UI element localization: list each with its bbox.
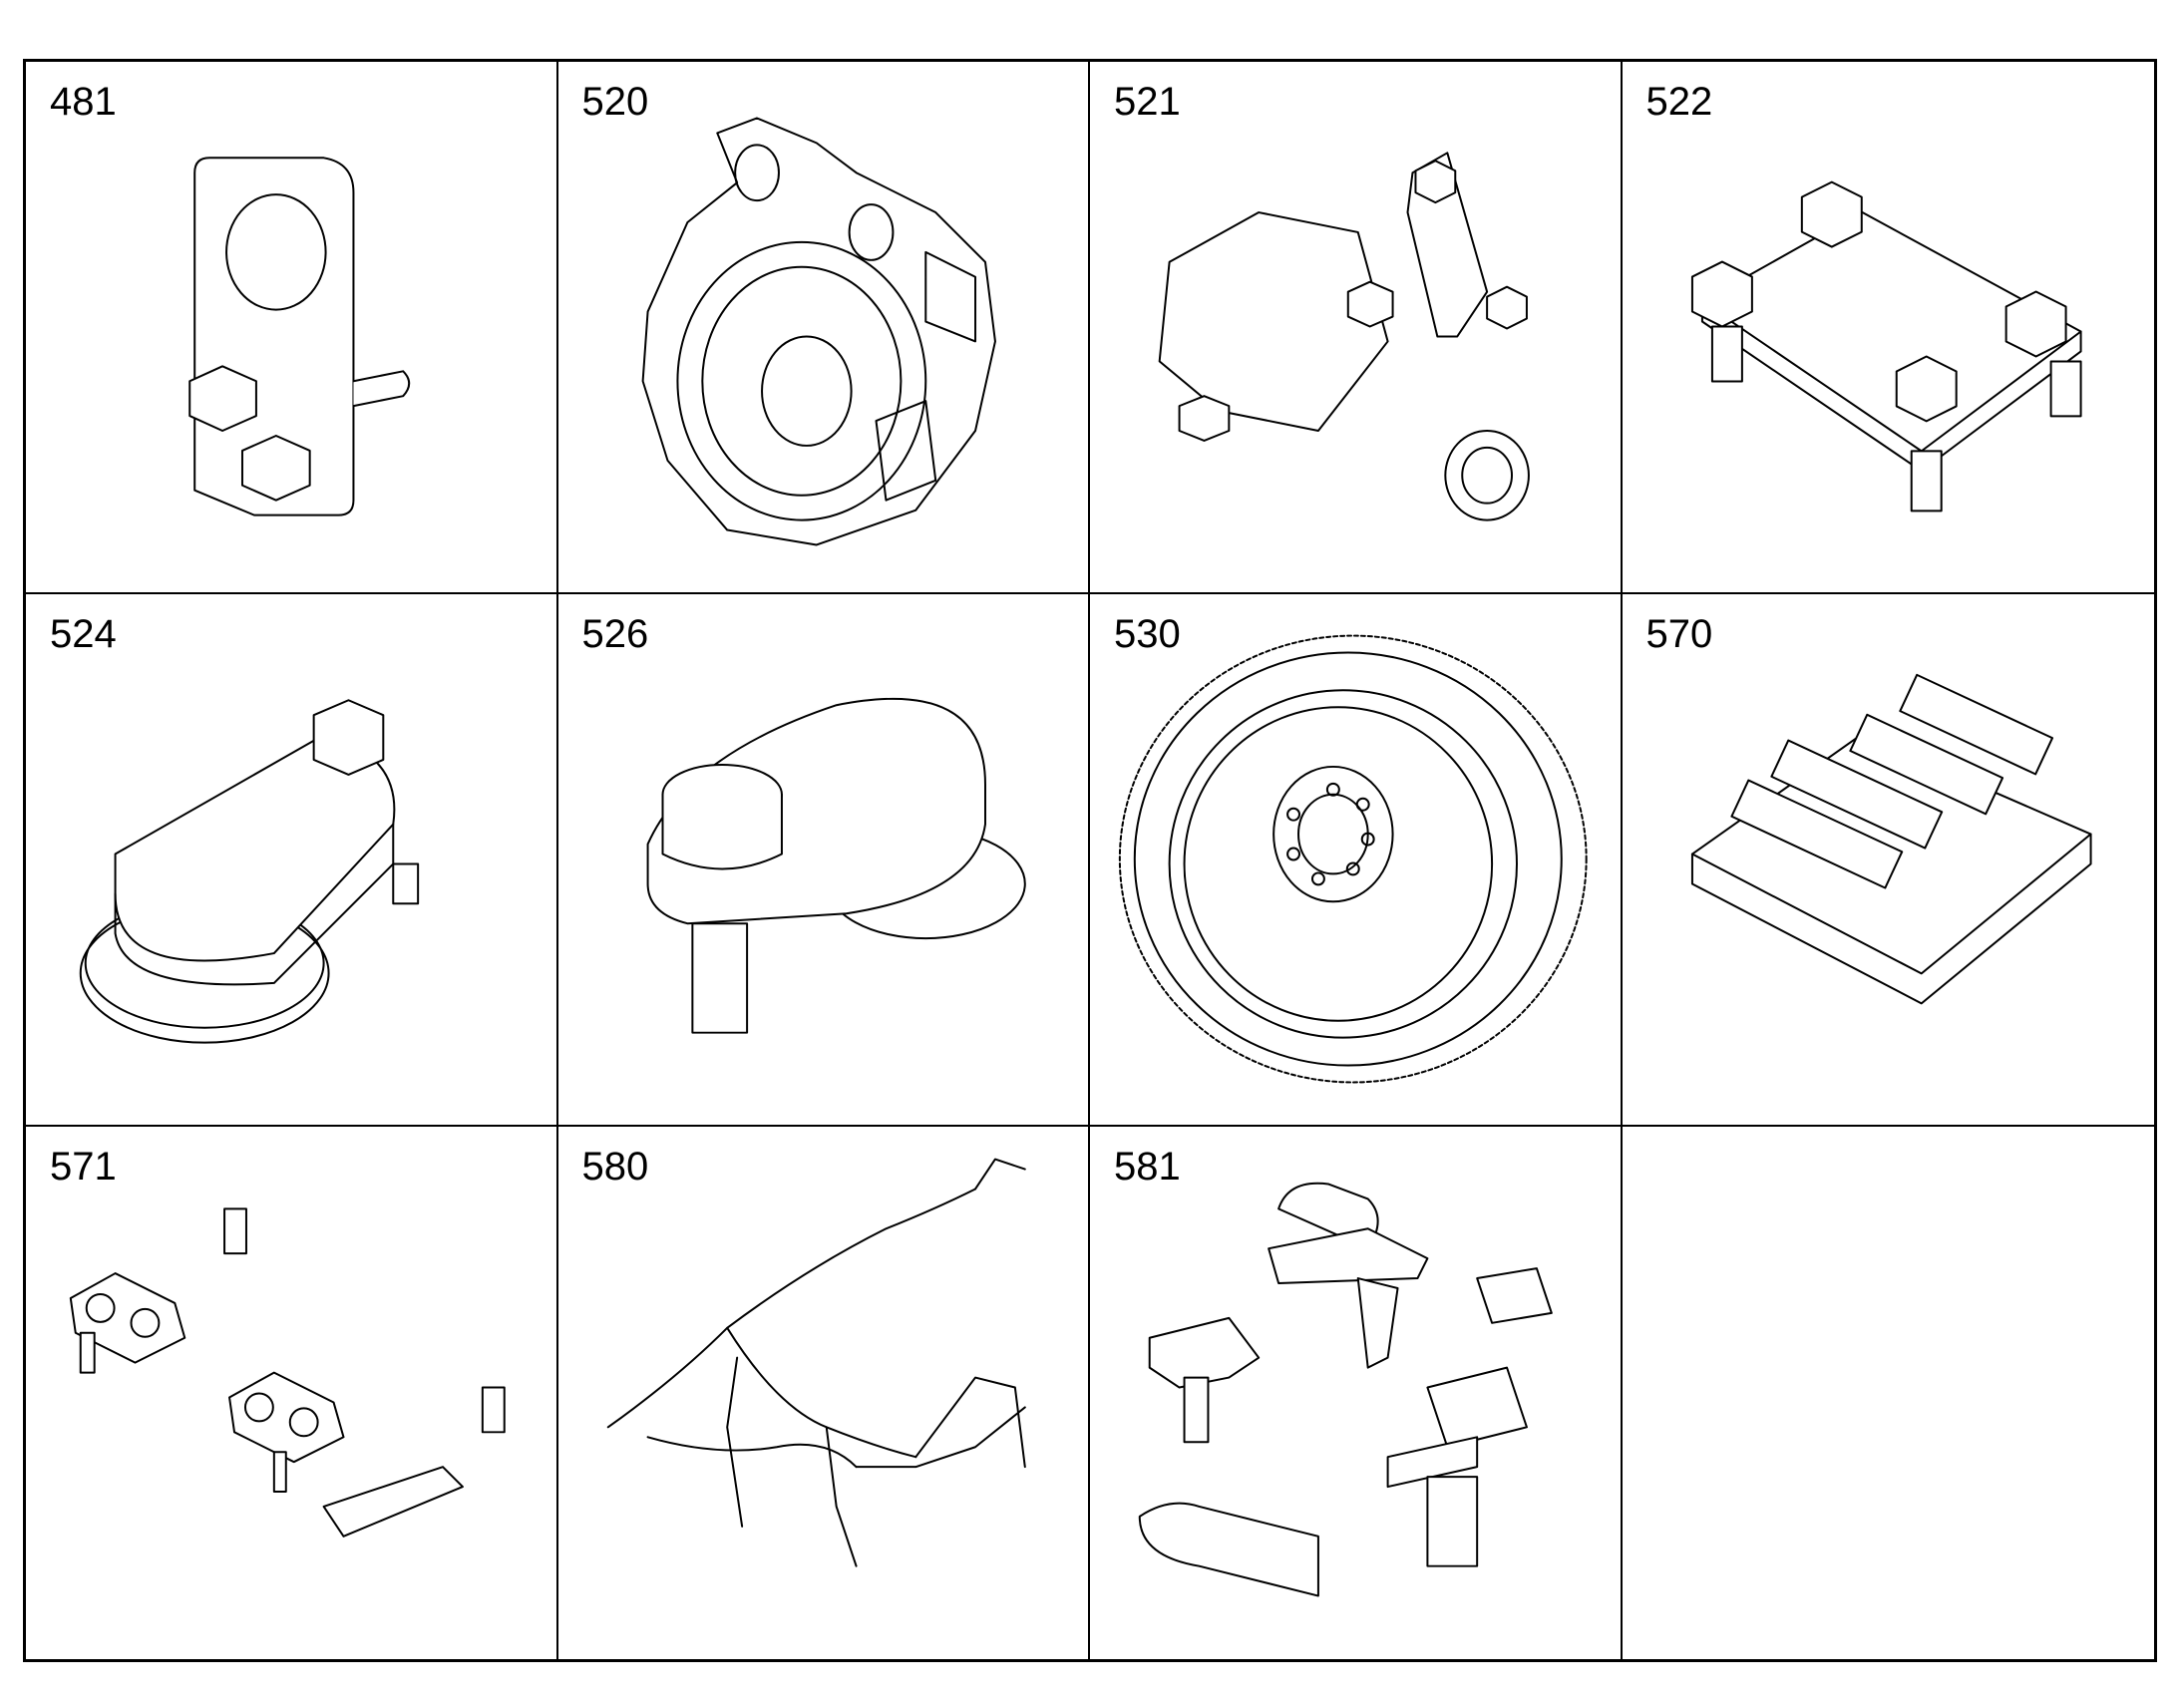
control-unit-icon: [1690, 673, 2092, 1005]
part-cell-571[interactable]: 571: [26, 1127, 558, 1659]
part-number: 520: [581, 80, 649, 124]
part-number: 521: [1114, 80, 1181, 124]
part-number: 526: [581, 612, 649, 656]
part-cell-520[interactable]: 520: [557, 62, 1090, 594]
part-cell-526[interactable]: 526: [557, 594, 1090, 1127]
part-cell-581[interactable]: 581: [1090, 1127, 1623, 1659]
part-cell-481[interactable]: 481: [26, 62, 558, 594]
parts-grid: 481 520 521: [23, 59, 2157, 1662]
part-number: 571: [50, 1145, 117, 1189]
cover-plug-icon: [79, 699, 420, 1044]
part-cell-524[interactable]: 524: [26, 594, 558, 1127]
part-number: 570: [1645, 612, 1713, 656]
part-number: 581: [1114, 1145, 1181, 1189]
cover-plates-icon: [1158, 152, 1530, 521]
part-cell-580[interactable]: 580: [558, 1127, 1090, 1659]
flywheel-icon: [1118, 634, 1588, 1084]
part-number: 530: [1114, 612, 1181, 656]
empty-cell: [1623, 1127, 2155, 1659]
part-number: 580: [581, 1145, 649, 1189]
clamp-plate-icon: [1690, 180, 2082, 512]
part-number: 481: [50, 80, 117, 124]
sensors-icon: [1138, 1182, 1553, 1597]
clips-kit-icon: [69, 1207, 506, 1537]
part-cell-522[interactable]: 522: [1622, 62, 2154, 594]
part-cell-570[interactable]: 570: [1622, 594, 2154, 1127]
part-number: 524: [50, 612, 117, 656]
pin-bracket-icon: [188, 157, 411, 516]
part-cell-521[interactable]: 521: [1090, 62, 1623, 594]
part-number: 522: [1645, 80, 1713, 124]
wiring-harness-icon: [606, 1158, 1026, 1567]
part-cell-530[interactable]: 530: [1090, 594, 1623, 1127]
flywheel-housing-icon: [641, 117, 996, 546]
cam-bracket-icon: [646, 697, 1026, 1034]
